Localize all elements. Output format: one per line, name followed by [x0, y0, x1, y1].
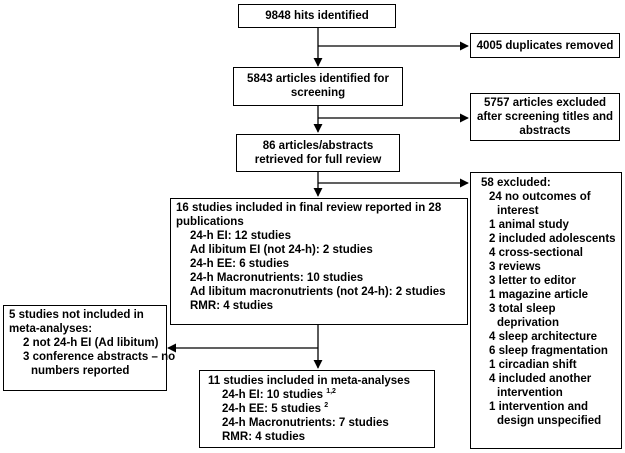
- not-included-box: 5 studies not included in meta-analyses:…: [3, 305, 176, 391]
- screening-line: screening: [290, 87, 346, 99]
- excluded-titles-line: abstracts: [519, 125, 571, 137]
- excluded-58-item: 3 letter to editor: [489, 275, 576, 287]
- excluded-58-item: intervention: [497, 387, 563, 399]
- final-review-item: 24-h Macronutrients: 10 studies: [190, 272, 364, 284]
- duplicates-box: 4005 duplicates removed: [470, 33, 620, 58]
- meta-item-text: RMR: 4 studies: [222, 431, 306, 443]
- identified-text: 9848 hits identified: [265, 10, 369, 22]
- not-included-title: meta-analyses:: [9, 323, 93, 335]
- final-review-title: 16 studies included in final review repo…: [176, 202, 442, 214]
- not-included-item: 2 not 24-h EI (Ad libitum): [23, 337, 159, 349]
- meta-analyses-item: 24-h Macronutrients: 7 studies: [208, 416, 434, 430]
- final-review-item: RMR: 4 studies: [190, 300, 274, 312]
- excluded-58-item: 24 no outcomes of: [489, 191, 591, 203]
- excluded-58-item: 1 circadian shift: [489, 359, 577, 371]
- final-review-item: 24-h EI: 12 studies: [190, 230, 291, 242]
- screening-line: 5843 articles identified for: [247, 73, 389, 85]
- excluded-58-item: 1 animal study: [489, 219, 569, 231]
- excluded-58-title: 58 excluded:: [481, 177, 551, 189]
- excluded-titles-box: 5757 articles excluded after screening t…: [470, 93, 620, 141]
- meta-item-text: 24-h EE: 5 studies: [222, 403, 325, 415]
- excluded-58-item: 3 total sleep: [489, 303, 556, 315]
- excluded-58-item: interest: [497, 205, 539, 217]
- duplicates-text: 4005 duplicates removed: [476, 40, 614, 52]
- not-included-item: numbers reported: [31, 365, 130, 377]
- final-review-item: 24-h EE: 6 studies: [190, 258, 290, 270]
- full-review-line: retrieved for full review: [254, 154, 382, 166]
- excluded-58-item: 6 sleep fragmentation: [489, 345, 608, 357]
- excluded-58-box: 58 excluded: 24 no outcomes of interest …: [470, 172, 622, 449]
- meta-analyses-item: 24-h EI: 10 studies 1,2: [208, 388, 434, 402]
- meta-analyses-item: RMR: 4 studies: [208, 430, 434, 444]
- meta-analyses-box: 11 studies included in meta-analyses 24-…: [199, 370, 435, 448]
- identified-box: 9848 hits identified: [238, 4, 396, 28]
- excluded-58-item: 1 intervention and: [489, 401, 589, 413]
- meta-analyses-title: 11 studies included in meta-analyses: [208, 375, 410, 387]
- not-included-item: 3 conference abstracts – no: [23, 351, 176, 363]
- meta-item-text: 24-h EI: 10 studies: [222, 389, 327, 401]
- excluded-58-item: 2 included adolescents: [489, 233, 616, 245]
- full-review-line: 86 articles/abstracts: [262, 140, 374, 152]
- excluded-58-item: 1 magazine article: [489, 289, 589, 301]
- screening-box: 5843 articles identified for screening: [233, 67, 403, 106]
- excluded-titles-line: 5757 articles excluded: [483, 97, 607, 109]
- excluded-58-item: design unspecified: [497, 415, 602, 427]
- final-review-item: Ad libitum EI (not 24-h): 2 studies: [190, 244, 373, 256]
- final-review-box: 16 studies included in final review repo…: [170, 198, 468, 325]
- excluded-58-item: 4 sleep architecture: [489, 331, 598, 343]
- excluded-58-item: 4 cross-sectional: [489, 247, 583, 259]
- excluded-58-item: 4 included another: [489, 373, 592, 385]
- excluded-58-item: 3 reviews: [489, 261, 541, 273]
- meta-analyses-item: 24-h EE: 5 studies 2: [208, 402, 434, 416]
- excluded-titles-line: after screening titles and: [476, 111, 614, 123]
- final-review-item: Ad libitum macronutrients (not 24-h): 2 …: [190, 286, 446, 298]
- full-review-box: 86 articles/abstracts retrieved for full…: [236, 134, 400, 172]
- meta-item-footnote: 2: [324, 402, 329, 409]
- not-included-title: 5 studies not included in: [9, 309, 144, 321]
- meta-item-footnote: 1,2: [326, 388, 336, 395]
- excluded-58-item: deprivation: [497, 317, 559, 329]
- final-review-title: publications: [176, 216, 244, 228]
- meta-item-text: 24-h Macronutrients: 7 studies: [222, 417, 389, 429]
